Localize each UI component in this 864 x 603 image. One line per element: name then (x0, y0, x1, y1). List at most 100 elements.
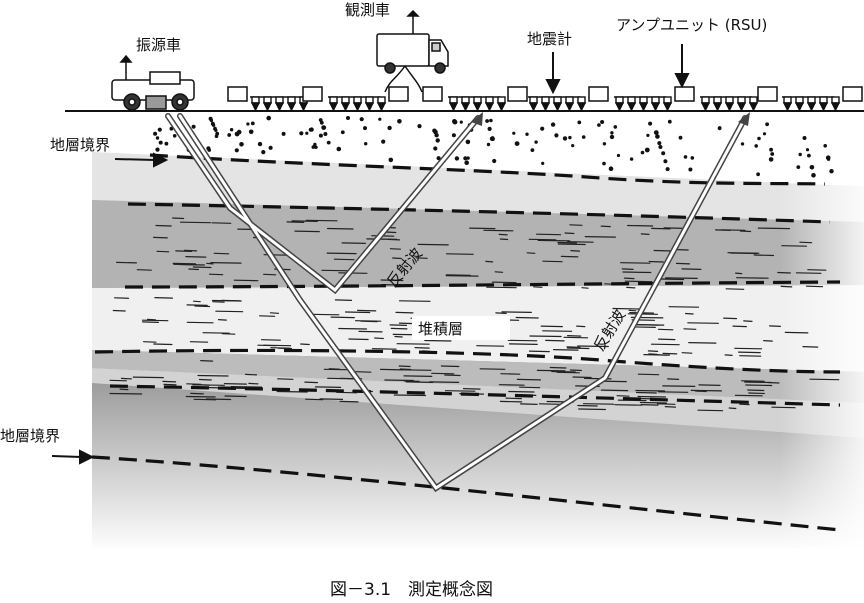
sediment-mark (403, 375, 433, 377)
soil-dot (451, 133, 456, 138)
sediment-mark (747, 389, 765, 392)
sediment-mark (639, 401, 668, 404)
sediment-mark (536, 369, 566, 372)
topsoil-dots (153, 115, 834, 178)
soil-dot (209, 118, 214, 123)
sediment-mark (197, 374, 229, 377)
soil-dot (568, 135, 572, 140)
sediment-mark (305, 219, 338, 222)
soil-dot (805, 148, 810, 152)
sediment-mark (687, 322, 720, 324)
sediment-mark (739, 230, 752, 233)
soil-dot (667, 119, 672, 124)
soil-dot (364, 142, 368, 146)
sediment-mark (566, 346, 581, 348)
sediment-mark (233, 279, 259, 282)
sediment-mark (501, 311, 532, 313)
soil-dot (648, 121, 653, 126)
soil-dot (663, 159, 668, 164)
sediment-mark (734, 272, 743, 275)
sediment-mark (508, 343, 538, 345)
sediment-mark (557, 243, 586, 246)
soil-dot (155, 147, 160, 152)
sediment-mark (632, 324, 665, 326)
sediment-mark (663, 227, 686, 229)
sediment-mark (656, 403, 676, 405)
sediment-mark (244, 373, 258, 376)
sediment-mark (734, 347, 763, 350)
sediment-mark (379, 368, 403, 371)
soil-dot (153, 131, 158, 136)
sediment-mark (374, 337, 384, 340)
bottom-fade (92, 548, 864, 558)
soil-dot (756, 172, 760, 177)
soil-dot (248, 129, 254, 135)
amplifier-unit-icon (757, 86, 778, 102)
sediment-mark (581, 287, 589, 289)
sediment-mark (424, 339, 452, 342)
soil-dot (308, 127, 313, 132)
sediment-mark (570, 250, 581, 252)
soil-dot (629, 157, 634, 161)
sediment-mark (545, 339, 565, 342)
sediment-mark (175, 250, 193, 252)
soil-dot (655, 134, 660, 139)
sediment-mark (210, 262, 242, 264)
soil-dot (268, 145, 273, 150)
sediment-mark (515, 316, 539, 319)
soil-dot (514, 141, 520, 147)
receiver-array (227, 86, 863, 112)
soil-dot (319, 120, 324, 125)
soil-dot (610, 131, 614, 135)
sediment-mark (198, 378, 212, 381)
sediment-mark (186, 304, 208, 306)
sediment-mark (657, 391, 689, 393)
sediment-mark (635, 391, 657, 394)
sediment-mark (572, 376, 592, 379)
soil-dot (207, 148, 211, 152)
sediment-mark (208, 273, 224, 276)
soil-dot (550, 122, 556, 127)
sediment-mark (540, 325, 563, 328)
soil-dot (690, 156, 695, 160)
soil-dot (492, 158, 497, 164)
sediment-mark (189, 341, 209, 343)
sediment-mark (499, 238, 509, 241)
soil-dot (490, 137, 495, 141)
soil-dot (525, 132, 529, 136)
sediment-mark (664, 406, 677, 408)
sediment-mark (483, 229, 514, 232)
sediment-mark (802, 346, 819, 348)
sediment-mark (566, 347, 590, 350)
sediment-mark (486, 286, 517, 289)
sediment-mark (186, 383, 202, 385)
soil-dot (811, 173, 816, 178)
sediment-mark (485, 260, 494, 263)
sediment-mark (153, 343, 173, 346)
sediment-mark (763, 340, 773, 342)
sediment-mark (224, 395, 247, 398)
soil-dot (305, 131, 309, 135)
soil-dot (769, 147, 773, 152)
soil-dot (191, 124, 196, 129)
sediment-mark (263, 344, 292, 347)
sediment-mark (662, 385, 696, 387)
soil-dot (465, 139, 471, 145)
sediment-mark (120, 377, 132, 380)
sediment-mark (736, 277, 769, 279)
soil-dot (246, 122, 250, 126)
soil-dot (754, 144, 758, 148)
sediment-mark (518, 386, 541, 389)
sediment-mark (657, 338, 676, 341)
sediment-mark (621, 268, 634, 270)
soil-dot (581, 135, 586, 139)
sediment-mark (807, 269, 827, 271)
ray-shallow-arrowhead (471, 112, 483, 126)
sediment-mark (300, 343, 310, 346)
sediment-mark (396, 343, 430, 345)
sediment-mark (637, 373, 660, 376)
sediment-mark (277, 378, 294, 380)
boundary-upper-label: 地層境界 (50, 136, 110, 154)
sediment-mark (445, 275, 479, 277)
